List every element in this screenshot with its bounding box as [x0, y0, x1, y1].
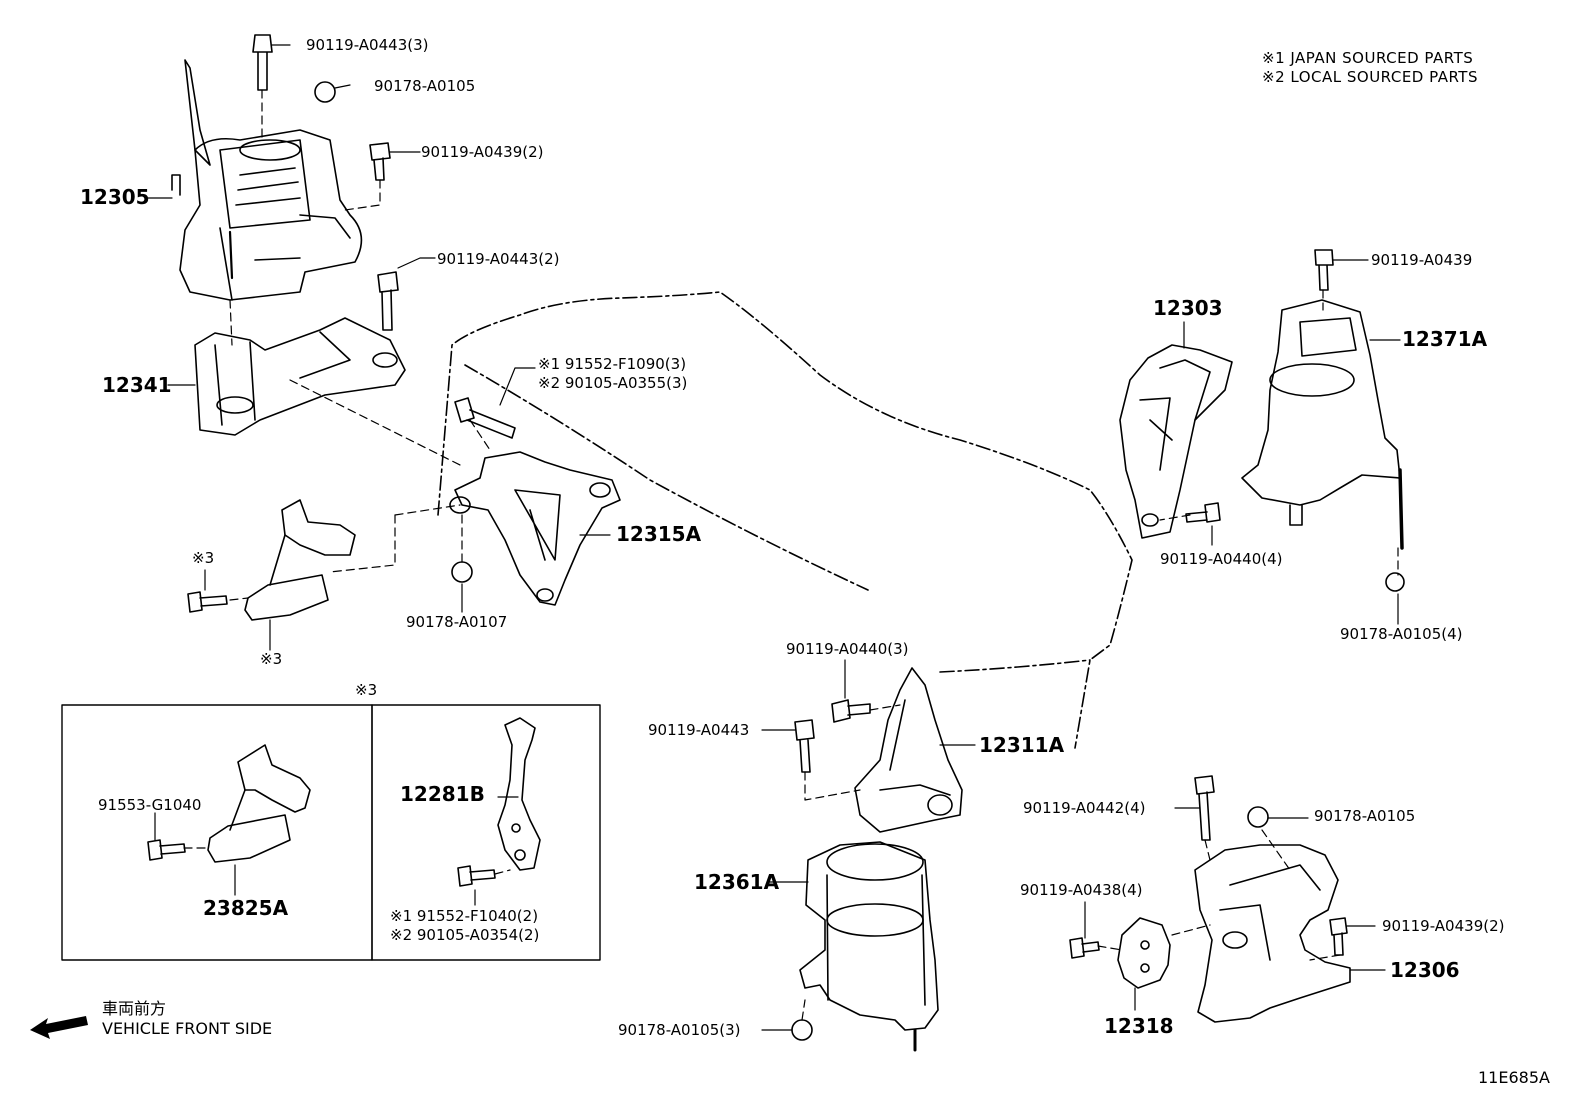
legend-japan-sourced: ※1 JAPAN SOURCED PARTS: [1262, 49, 1474, 67]
nut-90178-A0105-b[interactable]: 90178-A0105: [1314, 807, 1416, 825]
mark-note3-b: ※3: [260, 650, 283, 668]
bolt-90119-A0439[interactable]: 90119-A0439: [1371, 251, 1473, 269]
part-12311A[interactable]: 12311A: [979, 733, 1065, 757]
bolt-90119-A0443-2[interactable]: 90119-A0443(2): [437, 250, 560, 268]
part-clip-drawing: [244, 499, 356, 621]
bolt-90105-A0354-2[interactable]: ※2 90105-A0354(2): [390, 926, 540, 944]
part-12315A[interactable]: 12315A: [616, 522, 702, 546]
nut-90178-A0107[interactable]: 90178-A0107: [406, 613, 508, 631]
leader-lines: [144, 44, 1401, 1031]
part-12311A-drawing: [854, 667, 963, 833]
bolt-90105-A0355-3[interactable]: ※2 90105-A0355(3): [538, 374, 688, 392]
mark-note3-a: ※3: [192, 549, 215, 567]
legend-local-sourced: ※2 LOCAL SOURCED PARTS: [1262, 68, 1478, 86]
part-12318-drawing: [1117, 917, 1171, 989]
nut-90178-A0105[interactable]: 90178-A0105: [374, 77, 476, 95]
nut-90178-A0105-3[interactable]: 90178-A0105(3): [618, 1021, 741, 1039]
part-12371A-drawing: [1241, 299, 1404, 550]
bolt-91552-F1090-3[interactable]: ※1 91552-F1090(3): [538, 355, 687, 373]
part-12281B-drawing: [497, 717, 541, 871]
part-12341-drawing: [194, 317, 406, 436]
part-23825A-drawing: [207, 744, 311, 863]
engine-bottom-edge: [939, 659, 1091, 673]
part-12341[interactable]: 12341: [102, 373, 172, 397]
bolt-90119-A0443-3[interactable]: 90119-A0443(3): [306, 36, 429, 54]
part-12306-drawing: [1194, 844, 1351, 1023]
bolt-90119-A0442-4[interactable]: 90119-A0442(4): [1023, 799, 1146, 817]
part-12303-drawing: [1119, 344, 1233, 539]
bolt-90119-A0440-4[interactable]: 90119-A0440(4): [1160, 550, 1283, 568]
bolt-91552-F1040-2[interactable]: ※1 91552-F1040(2): [390, 907, 539, 925]
part-12305[interactable]: 12305: [80, 185, 150, 209]
bolt-90119-A0440-3[interactable]: 90119-A0440(3): [786, 640, 909, 658]
nut-90178-A0105-4[interactable]: 90178-A0105(4): [1340, 625, 1463, 643]
diagram-code: 11E685A: [1478, 1068, 1550, 1087]
bolt-90119-A0439-2[interactable]: 90119-A0439(2): [421, 143, 544, 161]
part-12371A[interactable]: 12371A: [1402, 327, 1488, 351]
part-23825A[interactable]: 23825A: [203, 896, 289, 920]
front-label-en: VEHICLE FRONT SIDE: [102, 1019, 273, 1038]
mark-note3-c: ※3: [355, 681, 378, 699]
bolt-90119-A0439-2-b[interactable]: 90119-A0439(2): [1382, 917, 1505, 935]
front-arrow-icon: [30, 1016, 88, 1039]
part-12303[interactable]: 12303: [1153, 296, 1223, 320]
engine-lower-edge: [464, 364, 869, 591]
bolt-91553-G1040[interactable]: 91553-G1040: [98, 796, 202, 814]
bolt-90119-A0438-4[interactable]: 90119-A0438(4): [1020, 881, 1143, 899]
part-12361A-drawing: [799, 841, 939, 1052]
front-label-jp: 車両前方: [102, 999, 167, 1018]
alignment-lines: [183, 89, 1399, 1021]
part-12361A[interactable]: 12361A: [694, 870, 780, 894]
engine-outline: [437, 291, 1133, 749]
part-12306[interactable]: 12306: [1390, 958, 1460, 982]
part-12305-drawing: [171, 59, 363, 301]
box-right: [371, 704, 601, 961]
part-12281B[interactable]: 12281B: [400, 782, 485, 806]
bolt-90119-A0443[interactable]: 90119-A0443: [648, 721, 750, 739]
part-12318[interactable]: 12318: [1104, 1014, 1174, 1038]
part-12315A-drawing: [449, 451, 621, 606]
